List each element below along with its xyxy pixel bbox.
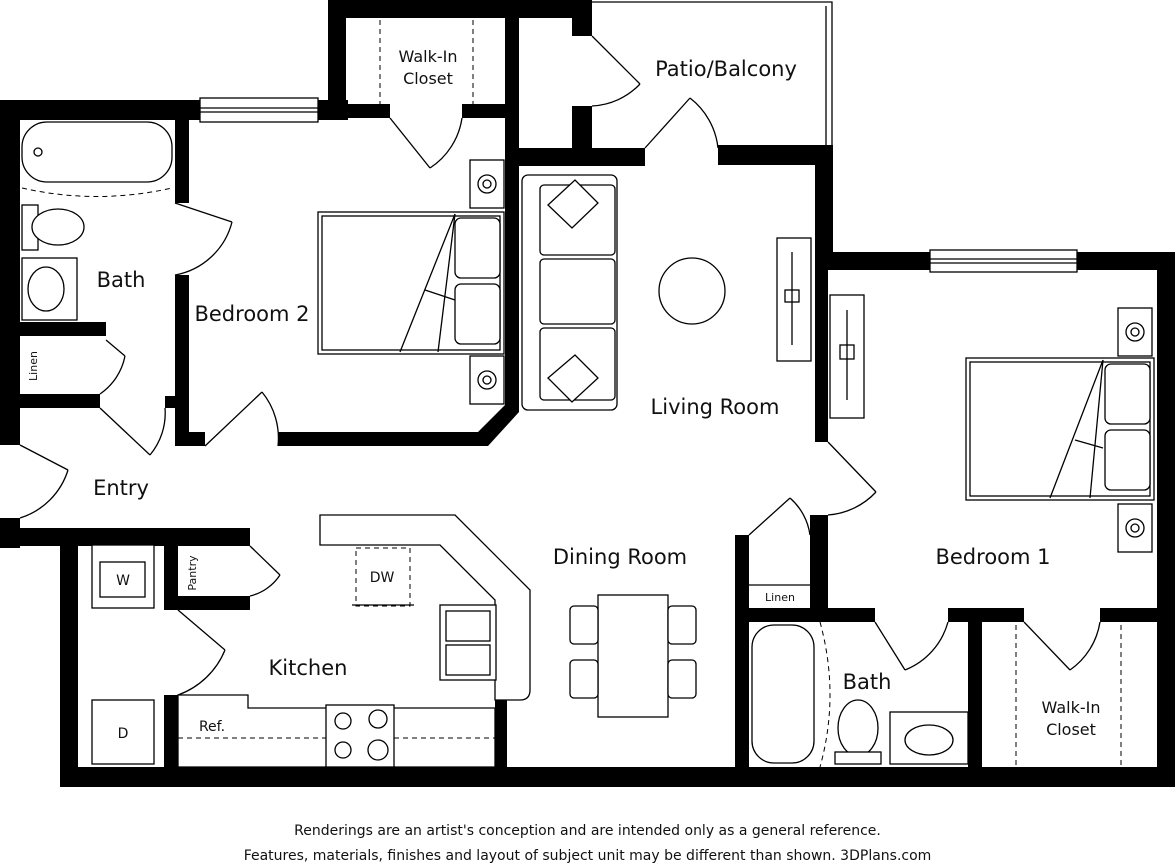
walk-in-closet-top-label-2: Closet xyxy=(403,69,453,88)
disclaimer-line-1: Renderings are an artist's conception an… xyxy=(294,823,881,839)
bedroom-1-furniture xyxy=(829,294,1155,553)
walls xyxy=(0,0,1175,787)
walk-in-closet-top-label-1: Walk-In xyxy=(399,47,458,66)
closet-rods xyxy=(379,20,1122,765)
patio-balcony-label: Patio/Balcony xyxy=(655,57,797,81)
linen-right-label: Linen xyxy=(765,591,795,604)
refrigerator-label: Ref. xyxy=(199,719,225,735)
kitchen-fixtures xyxy=(91,514,531,768)
room-labels: Walk-In Closet Patio/Balcony Bath Bedroo… xyxy=(27,47,1100,739)
bedroom-2-furniture xyxy=(317,159,505,405)
appliance-labels: W D DW Ref. xyxy=(116,570,394,742)
dining-furniture xyxy=(569,594,697,718)
bath-left-label: Bath xyxy=(97,268,146,292)
dishwasher-label: DW xyxy=(370,570,395,586)
dryer-label: D xyxy=(118,726,129,742)
floor-plan: Walk-In Closet Patio/Balcony Bath Bedroo… xyxy=(0,0,1175,787)
bedroom-1-label: Bedroom 1 xyxy=(935,545,1050,569)
bath-right-label: Bath xyxy=(843,670,892,694)
entry-label: Entry xyxy=(93,476,149,500)
living-room-furniture xyxy=(521,174,812,411)
windows xyxy=(199,1,1078,273)
living-room-label: Living Room xyxy=(651,395,780,419)
walk-in-closet-right-label-1: Walk-In xyxy=(1042,698,1101,717)
kitchen-label: Kitchen xyxy=(269,656,348,680)
dining-room-label: Dining Room xyxy=(553,545,687,569)
bath-right-fixtures xyxy=(751,621,969,768)
disclaimer-line-2: Features, materials, finishes and layout… xyxy=(243,848,932,864)
doors xyxy=(19,35,1101,696)
pantry-label: Pantry xyxy=(186,555,199,591)
walk-in-closet-right-label-2: Closet xyxy=(1046,720,1096,739)
bedroom-2-label: Bedroom 2 xyxy=(194,302,309,326)
bath-left-fixtures xyxy=(21,121,173,321)
washer-label: W xyxy=(116,573,130,589)
linen-left-label: Linen xyxy=(27,351,40,381)
